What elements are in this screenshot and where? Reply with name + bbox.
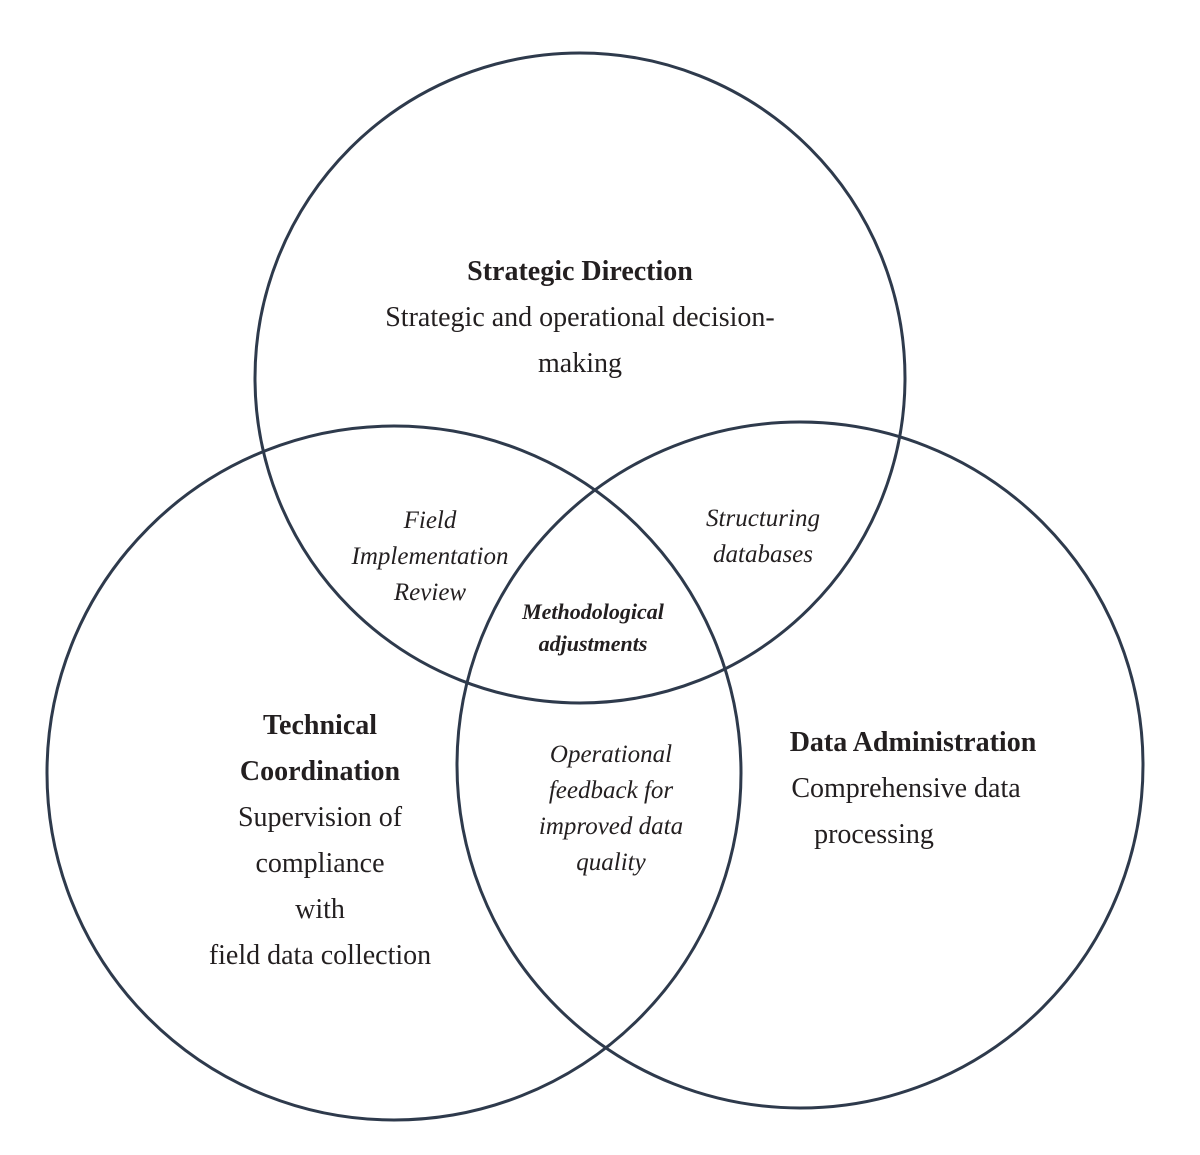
center-methodological-adjustments: Methodological adjustments: [493, 596, 693, 660]
strategic-desc-line-1: Strategic and operational decision-: [385, 302, 775, 333]
data-administration-desc-line-1: Comprehensive data: [791, 773, 1021, 804]
technical-coordination-title: Technical Coordination: [170, 703, 470, 795]
technical-coordination-description: Supervision of compliance with field dat…: [160, 795, 480, 979]
strategic-direction-description: Strategic and operational decision- maki…: [330, 295, 830, 387]
overlap-td-line-1: Operational: [549, 741, 673, 768]
technical-desc-line-1: Supervision of: [237, 802, 403, 833]
technical-title-line-1: Technical: [262, 710, 378, 741]
overlap-td-line-4: quality: [576, 849, 646, 876]
center-line-1: Methodological: [522, 599, 664, 624]
technical-desc-line-2: compliance: [255, 848, 385, 879]
strategic-desc-line-2: making: [538, 348, 622, 379]
circle-technical-coordination: [45, 424, 743, 1122]
overlap-st-line-1: Field: [403, 507, 457, 534]
overlap-sd-line-2: databases: [713, 541, 813, 568]
overlap-st-line-2: Implementation: [351, 543, 509, 570]
strategic-direction-title: Strategic Direction: [467, 256, 693, 287]
overlap-sd-line-1: Structuring: [706, 505, 820, 532]
overlap-field-implementation-review: Field Implementation Review: [330, 503, 530, 611]
data-administration-title: Data Administration: [789, 727, 1037, 758]
center-line-2: adjustments: [538, 631, 648, 656]
overlap-structuring-databases: Structuring databases: [663, 501, 863, 573]
technical-desc-line-3: with: [295, 894, 345, 925]
technical-desc-line-4: field data collection: [208, 940, 432, 971]
data-administration-desc-line-2: processing: [814, 819, 934, 850]
technical-title-line-2: Coordination: [239, 756, 401, 787]
overlap-st-line-3: Review: [393, 579, 467, 606]
overlap-operational-feedback: Operational feedback for improved data q…: [511, 737, 711, 881]
circle-data-administration: [455, 420, 1145, 1110]
overlap-td-line-3: improved data: [538, 813, 684, 840]
circle-strategic-direction: [253, 51, 907, 705]
overlap-td-line-2: feedback for: [548, 777, 674, 804]
